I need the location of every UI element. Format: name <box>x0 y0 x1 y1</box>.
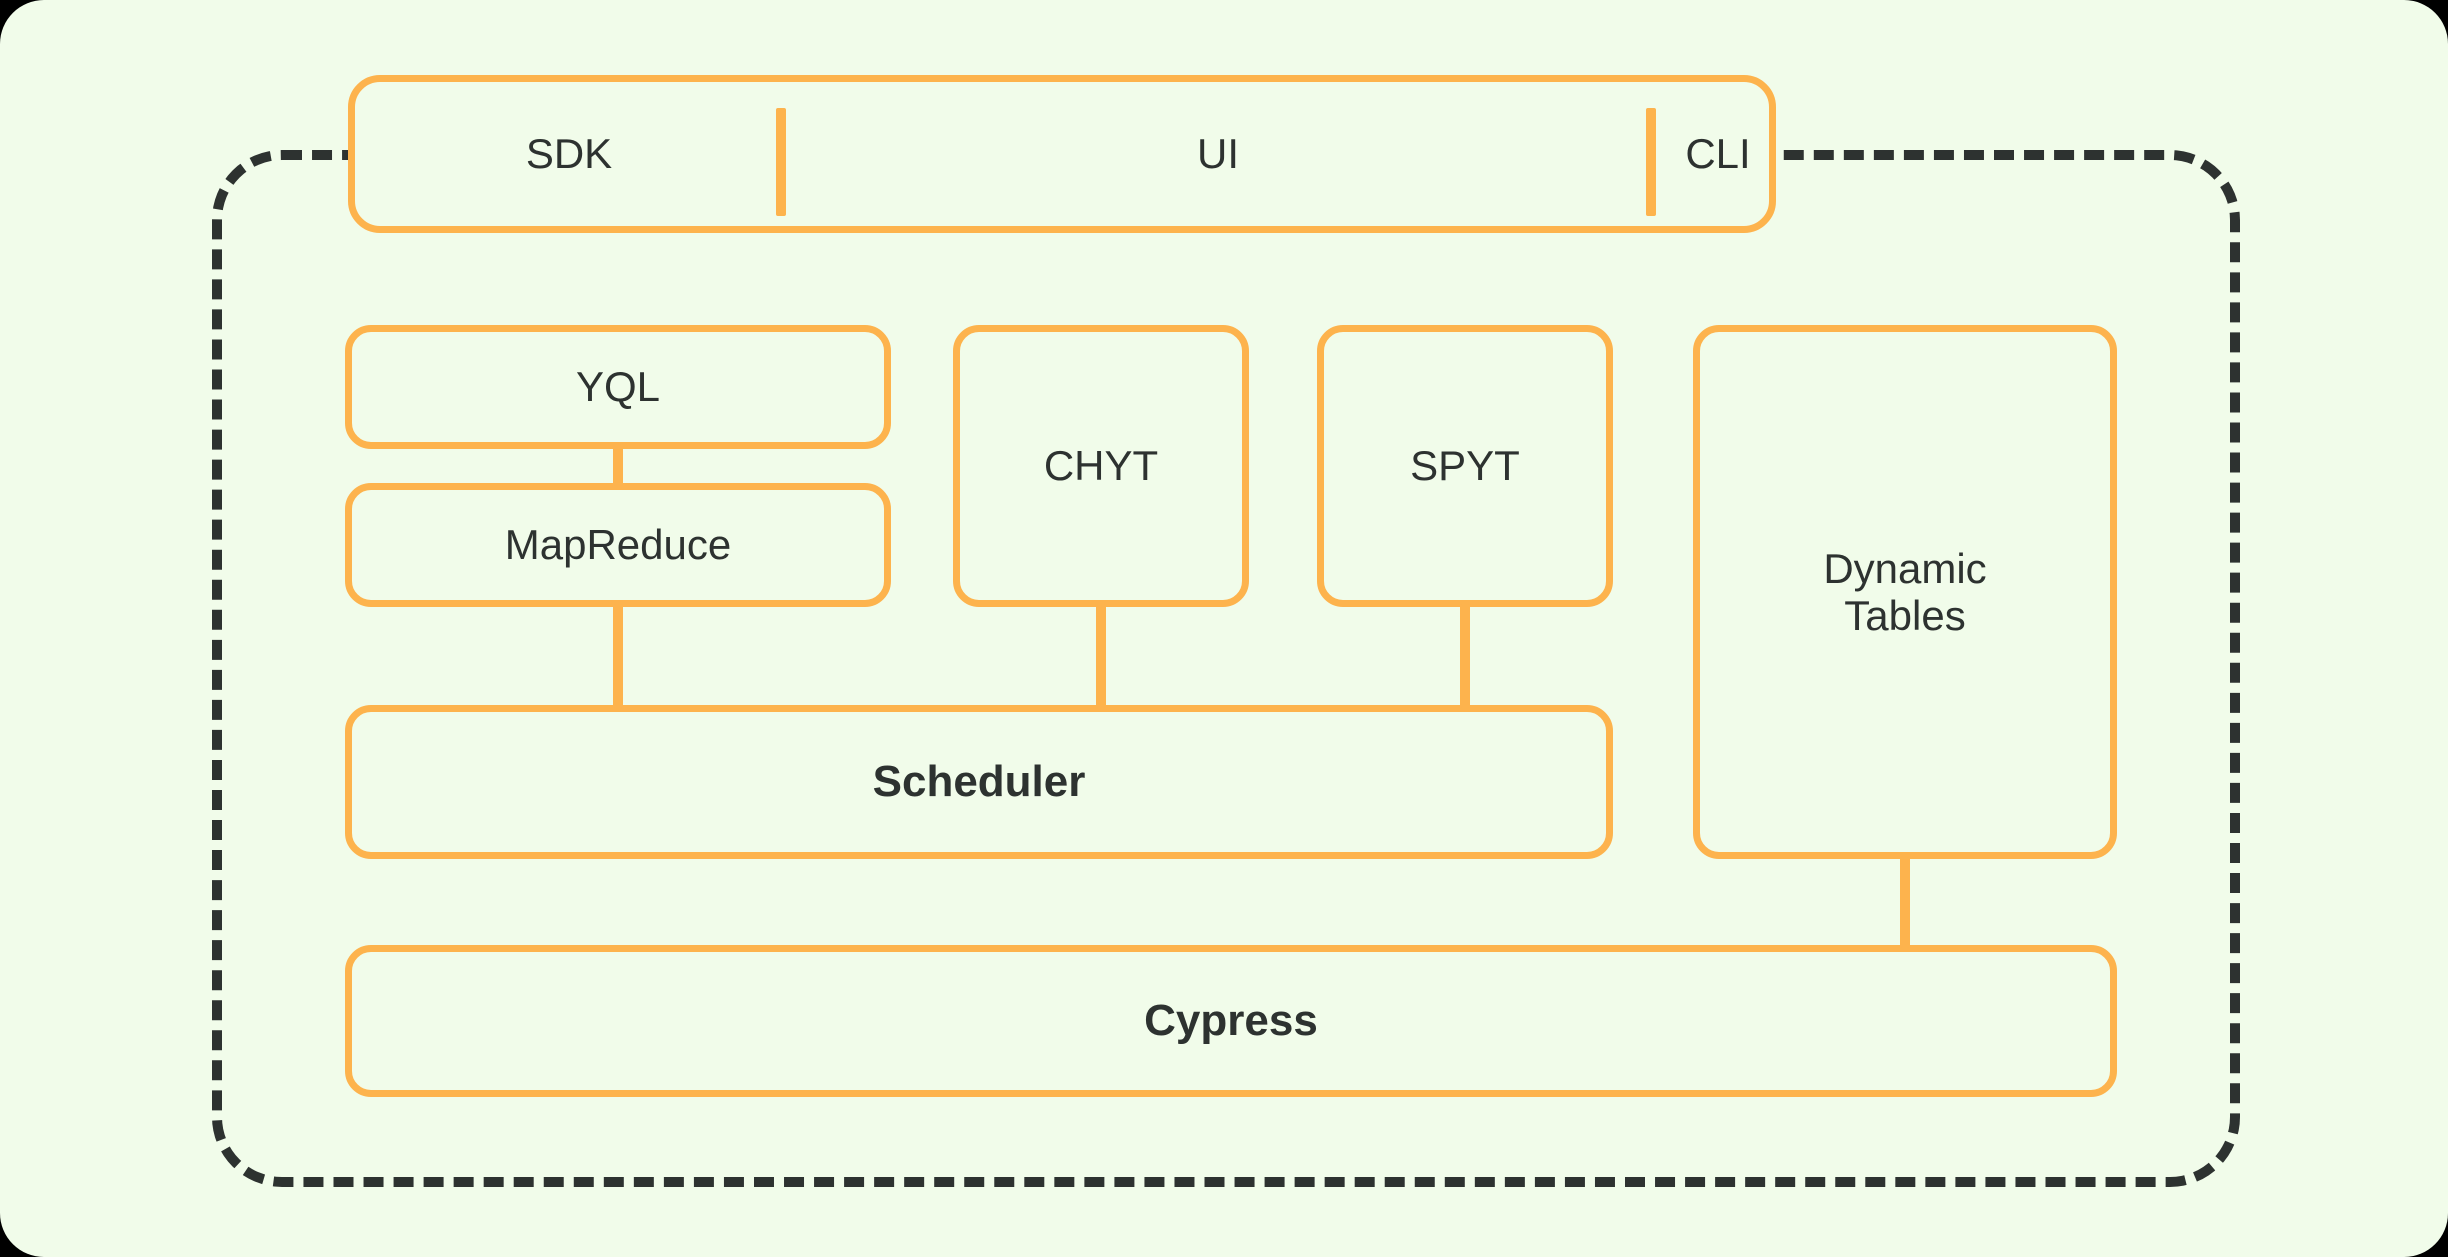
node-yql[interactable]: YQL <box>345 325 891 449</box>
node-cypress[interactable]: Cypress <box>345 945 2117 1097</box>
api-cell-cli[interactable]: CLI <box>1685 130 1751 178</box>
api-cell-sdk[interactable]: SDK <box>525 130 613 178</box>
api-divider-icon <box>1646 108 1656 216</box>
node-scheduler[interactable]: Scheduler <box>345 705 1613 859</box>
api-layer-box: SDK UI CLI <box>348 75 1776 233</box>
api-divider-icon <box>776 108 786 216</box>
connector-mapreduce-to-scheduler <box>613 604 623 708</box>
node-mapreduce[interactable]: MapReduce <box>345 483 891 607</box>
node-dynamic-tables[interactable]: Dynamic Tables <box>1693 325 2117 859</box>
connector-spyt-to-scheduler <box>1460 604 1470 708</box>
api-cell-ui[interactable]: UI <box>1197 130 1239 178</box>
node-chyt[interactable]: CHYT <box>953 325 1249 607</box>
connector-dynamic-tables-to-cypress <box>1900 856 1910 948</box>
node-spyt[interactable]: SPYT <box>1317 325 1613 607</box>
connector-yql-to-mapreduce <box>613 446 623 486</box>
connector-chyt-to-scheduler <box>1096 604 1106 708</box>
